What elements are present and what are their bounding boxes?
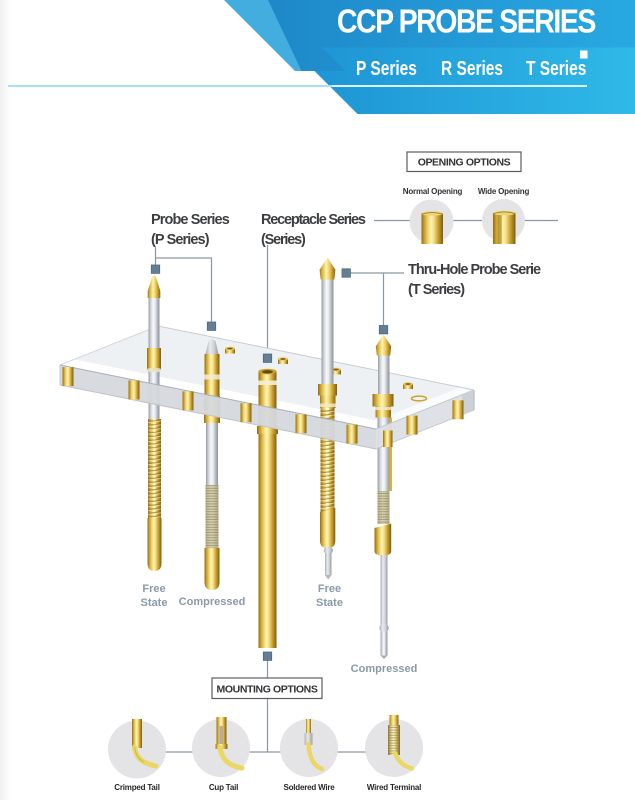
svg-text:Cup Tail: Cup Tail	[209, 783, 238, 792]
svg-text:Wide Opening: Wide Opening	[478, 187, 530, 196]
svg-text:Normal Opening: Normal Opening	[403, 187, 463, 196]
svg-text:Wired Terminal: Wired Terminal	[367, 783, 421, 792]
svg-text:MOUNTING OPTIONS: MOUNTING OPTIONS	[217, 684, 318, 696]
svg-text:Crimped Tail: Crimped Tail	[114, 783, 159, 792]
svg-text:Soldered Wire: Soldered Wire	[283, 783, 335, 792]
svg-text:OPENING OPTIONS: OPENING OPTIONS	[418, 157, 511, 169]
